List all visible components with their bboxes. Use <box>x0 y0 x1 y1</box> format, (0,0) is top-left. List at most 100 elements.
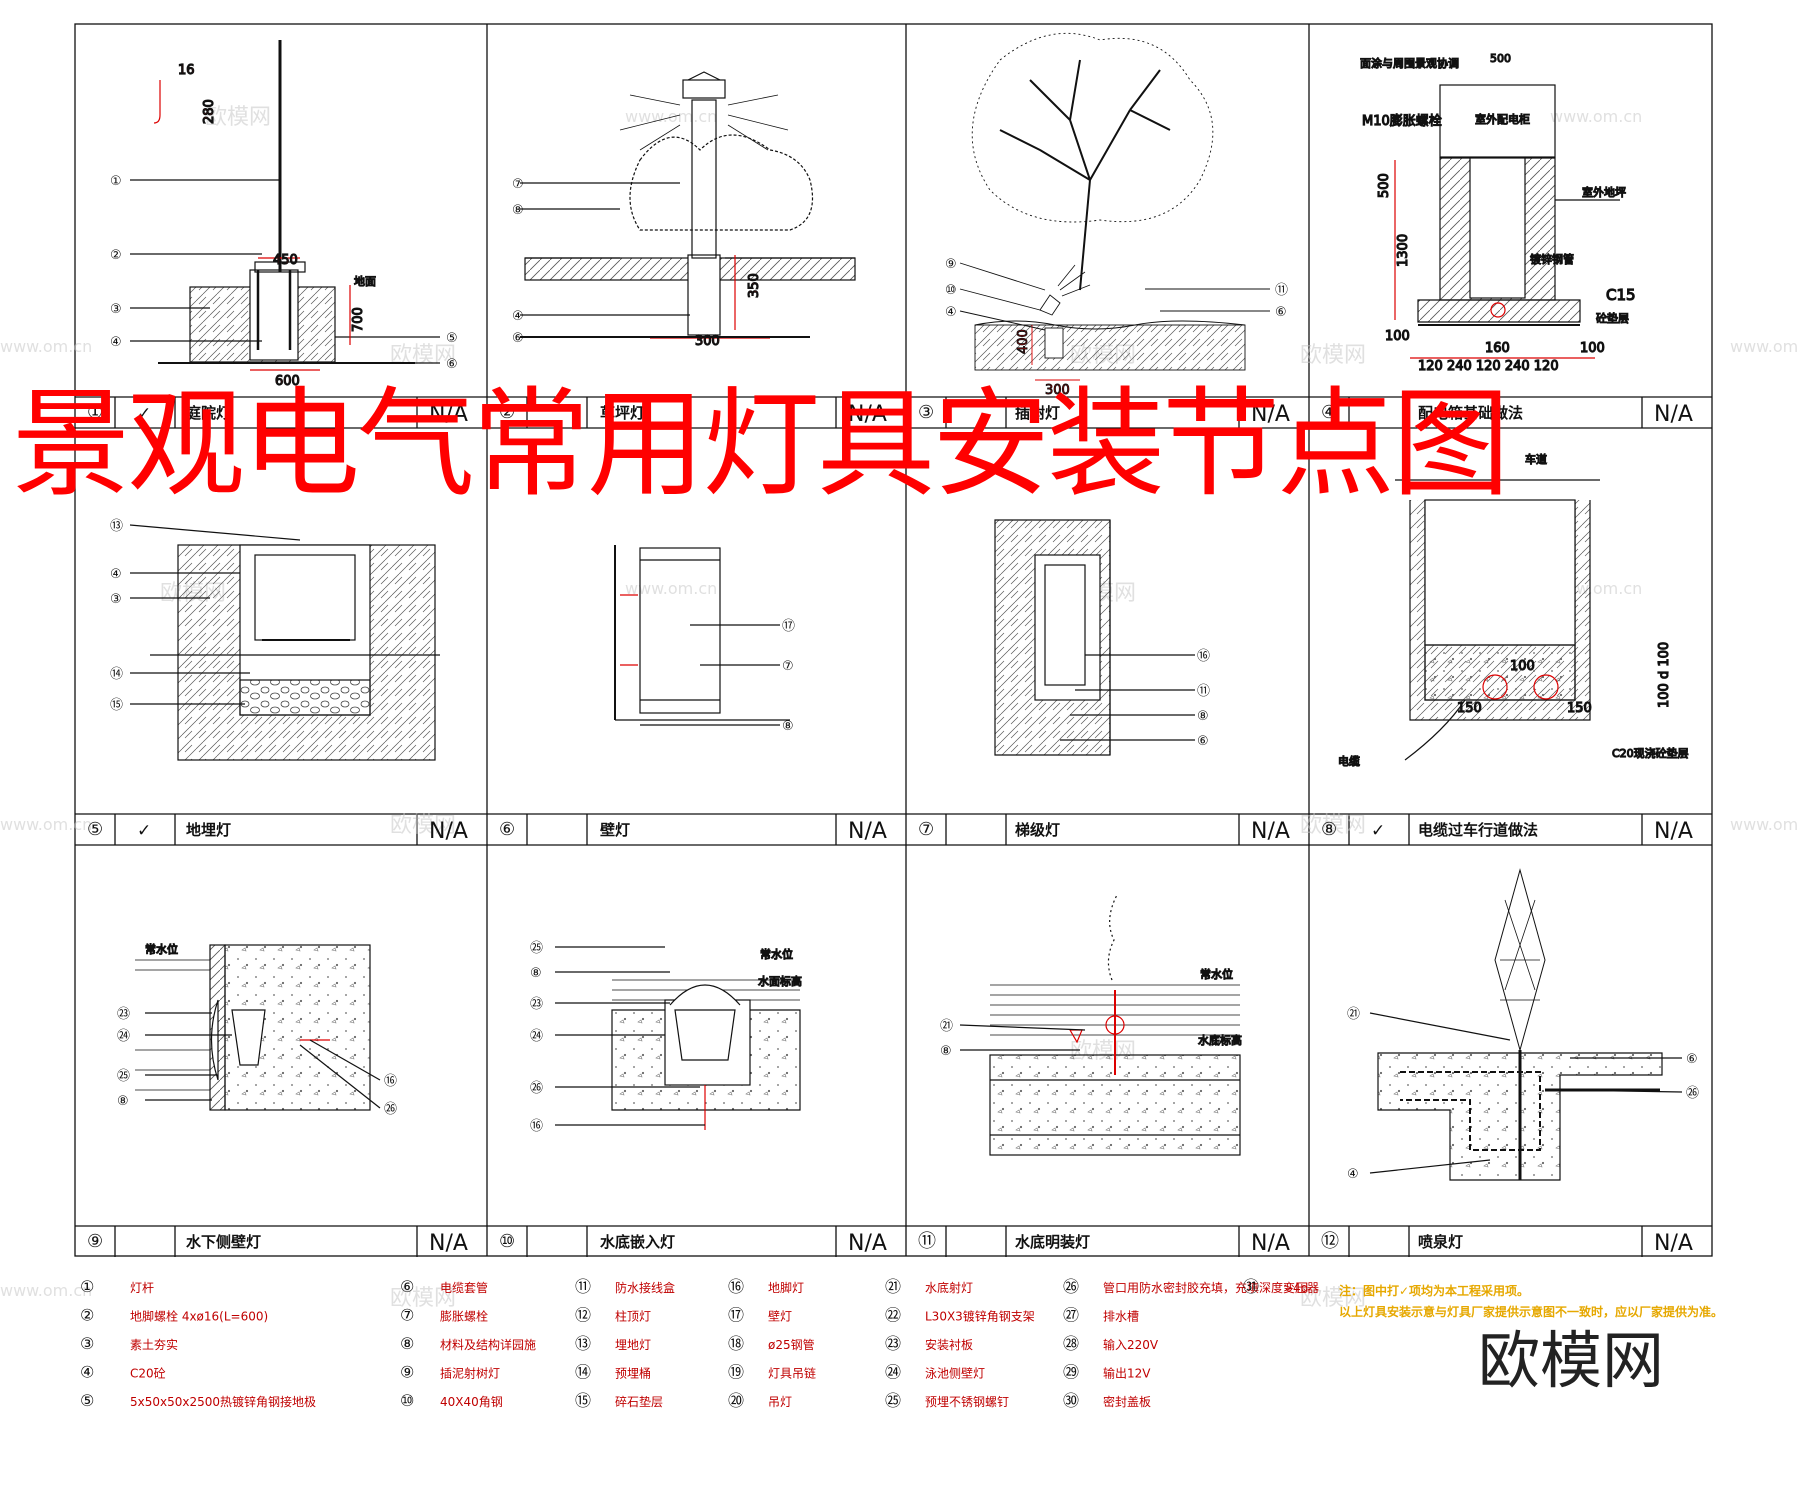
legend-text: 埋地灯 <box>615 1338 651 1352</box>
panel-number: ① <box>87 402 103 423</box>
dim-text: 400 <box>1016 329 1031 354</box>
label: 车道 <box>1525 452 1547 466</box>
panel-title: 水下侧壁灯 <box>186 1233 261 1251</box>
watermark: 欧模网 <box>390 1286 456 1311</box>
watermark-url: www.om.cn <box>1730 337 1800 356</box>
svg-text:㉔: ㉔ <box>530 1029 543 1044</box>
svg-text:㉓: ㉓ <box>530 997 543 1012</box>
legend-text: 管口用防水密封胶充填，充填深度>4d <box>1103 1280 1308 1295</box>
dim-text: 150 <box>1567 701 1592 716</box>
water-level-label: 水底标高 <box>1198 1033 1242 1047</box>
watermark-url: www.om.cn <box>0 815 92 834</box>
panel-number: ⑤ <box>87 819 103 840</box>
svg-text:⑨: ⑨ <box>945 257 957 272</box>
svg-text:③: ③ <box>110 302 122 317</box>
svg-text:㉑: ㉑ <box>1347 1007 1360 1022</box>
legend-number: ⑫ <box>575 1306 591 1325</box>
panel-number: ⑨ <box>87 1231 103 1252</box>
legend-number: ⑭ <box>575 1363 591 1382</box>
svg-text:④: ④ <box>512 309 524 324</box>
dim-text: 160 <box>1485 341 1510 356</box>
legend-number: ⑮ <box>575 1391 591 1410</box>
legend-number: ㉙ <box>1063 1363 1079 1382</box>
legend-text: C20砼 <box>130 1367 166 1381</box>
watermark: 欧模网 <box>205 105 271 130</box>
dim-text: 700 <box>351 307 366 332</box>
note-line-2: 以上灯具安装示意与灯具厂家提供示意图不一致时，应以厂家提供为准。 <box>1339 1304 1723 1319</box>
watermark: 欧模网 <box>1300 343 1366 368</box>
legend-number: ㉒ <box>885 1306 901 1325</box>
svg-text:⑧: ⑧ <box>940 1044 952 1059</box>
check-mark-icon: ✓ <box>137 821 151 841</box>
panel-scale: N/A <box>1251 1231 1290 1256</box>
legend-number: ② <box>80 1306 94 1325</box>
grid-frame <box>74 23 1713 1257</box>
legend-number: ⑬ <box>575 1334 591 1353</box>
dim-text: 280 <box>202 99 217 124</box>
legend-number: ㉓ <box>885 1334 901 1353</box>
legend-number: ⑥ <box>400 1277 414 1296</box>
watermark: 欧模网 <box>1300 1286 1366 1311</box>
dim-text: 300 <box>695 334 720 349</box>
legend-number: ㉘ <box>1063 1334 1079 1353</box>
panel-title: 插树灯 <box>1015 404 1060 422</box>
dim-text: 500 <box>1377 173 1392 198</box>
legend-number: ㉔ <box>885 1363 901 1382</box>
dim-text: 1300 <box>1396 234 1411 267</box>
label: 镀锌钢管 <box>1530 252 1574 266</box>
panel-number: ④ <box>1321 402 1337 423</box>
legend-text: 输入220V <box>1103 1337 1159 1352</box>
water-level-label: 水面标高 <box>758 974 802 988</box>
legend-text: 水底射灯 <box>925 1280 973 1295</box>
legend-item: ⑬ 埋地灯 <box>575 1334 651 1353</box>
panel-title: 庭院灯 <box>186 404 231 422</box>
water-level-label: 常水位 <box>760 947 793 961</box>
watermark-url: www.om.cn <box>625 107 717 126</box>
label: 砼垫层 <box>1596 311 1629 325</box>
dim-text: 500 <box>1490 52 1511 65</box>
legend-number: ⑲ <box>728 1363 744 1382</box>
label: C20现浇砼垫层 <box>1612 746 1689 760</box>
svg-text:㉓: ㉓ <box>117 1007 130 1022</box>
legend-number: ⑦ <box>400 1306 414 1325</box>
panel-title: 喷泉灯 <box>1418 1233 1463 1251</box>
legend-number: ㉚ <box>1063 1391 1079 1410</box>
svg-text:⑩: ⑩ <box>945 283 957 298</box>
legend-text: 变压器 <box>1283 1280 1319 1295</box>
panel-title: 地埋灯 <box>186 821 231 839</box>
legend-number: ③ <box>80 1334 94 1353</box>
legend-text: 排水槽 <box>1103 1310 1139 1324</box>
water-level-label: 常水位 <box>1200 967 1233 981</box>
svg-text:⑦: ⑦ <box>512 177 524 192</box>
legend-text: 吊灯 <box>768 1395 792 1409</box>
legend-item: ㉘ 输入220V <box>1063 1334 1159 1353</box>
svg-text:⑧: ⑧ <box>1197 709 1209 724</box>
svg-text:⑯: ⑯ <box>530 1119 543 1134</box>
watermark-url: www.om.cn <box>1550 107 1642 126</box>
legend-text: 预埋不锈钢螺钉 <box>925 1395 1009 1409</box>
dim-text: 300 <box>1045 383 1070 398</box>
panel-scale: N/A <box>1654 1231 1693 1256</box>
panel-number: ⑥ <box>499 819 515 840</box>
